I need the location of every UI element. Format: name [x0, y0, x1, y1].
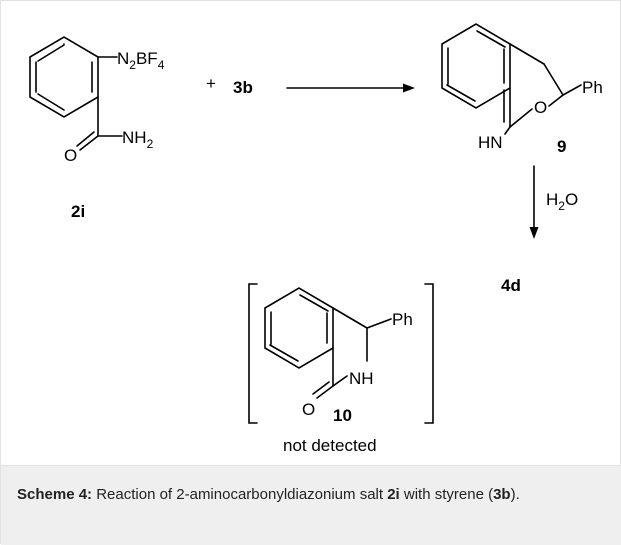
compound-2i-structure: [29, 36, 123, 151]
amide-oxygen-label: O: [64, 146, 77, 165]
diazonium-label: N2BF4: [117, 49, 165, 72]
caption-text-2: with styrene (: [399, 486, 494, 503]
water-reagent-label: H2O: [546, 190, 578, 213]
ring-oxygen-label: O: [534, 98, 547, 117]
caption-text-3: ).: [510, 486, 520, 503]
imine-label: HN: [478, 133, 503, 152]
lactam-oxygen-label: O: [302, 400, 315, 419]
lactam-nh-label: NH: [349, 369, 374, 388]
phenyl-label-10: Ph: [392, 310, 413, 329]
compound-9-label: 9: [557, 137, 566, 156]
reaction-scheme: N2BF4 NH2 O 2i + 3b Ph O HN 9 H2O 4d Ph …: [29, 23, 603, 455]
scheme-caption: Scheme 4: Reaction of 2-aminocarbonyldia…: [1, 465, 621, 545]
phenyl-label-9: Ph: [582, 78, 603, 97]
caption-ref-3b: 3b: [493, 486, 511, 503]
compound-10-structure: [264, 287, 392, 399]
caption-ref-2i: 2i: [387, 486, 400, 503]
caption-prefix: Scheme 4:: [17, 486, 93, 503]
caption-text-1: Reaction of 2-aminocarbonyldiazonium sal…: [92, 486, 388, 503]
compound-2i-label: 2i: [71, 202, 85, 221]
reagent-3b-label: 3b: [233, 78, 253, 97]
plus-sign: +: [206, 74, 216, 93]
bracket-left: [248, 283, 258, 424]
compound-9-structure: [441, 23, 582, 135]
bracket-right: [424, 283, 434, 424]
not-detected-note: not detected: [283, 436, 377, 455]
compound-10-label: 10: [333, 406, 352, 425]
amide-nh2-label: NH2: [122, 128, 154, 151]
compound-4d-label: 4d: [501, 276, 521, 295]
